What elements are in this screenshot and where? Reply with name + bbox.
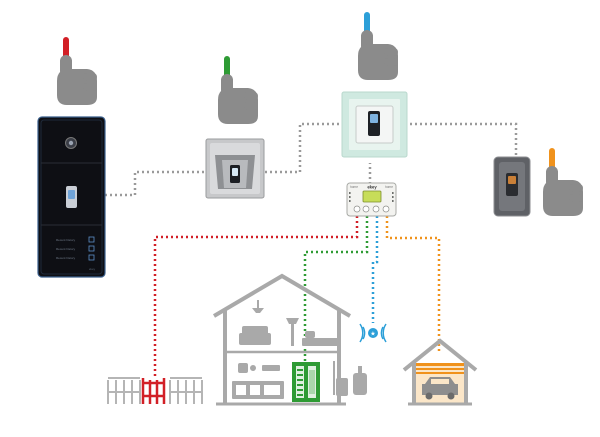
hand-blue (358, 12, 398, 80)
door-panel-line-1: Recent history (56, 238, 76, 242)
controller-button-4[interactable] (382, 205, 390, 213)
steel-fingerprint-reader (205, 138, 265, 199)
terminal-strip-right (392, 192, 394, 202)
controller-button-3[interactable] (372, 205, 380, 213)
compact-fingerprint-reader (493, 156, 531, 217)
hand-red (57, 37, 97, 105)
fence (107, 377, 203, 404)
door-panel-line-2: Recent history (56, 247, 76, 251)
shower-icon (333, 361, 335, 395)
gate (141, 378, 166, 404)
wire-red-to-gate (153, 216, 359, 378)
wireless-receiver-icon: ★ (359, 323, 387, 343)
connection-lines (105, 122, 518, 378)
car-icon (422, 377, 458, 400)
controller-brand: ekey (367, 185, 377, 190)
controller-display (362, 190, 382, 203)
wireless-glyph: ★ (370, 331, 375, 338)
wire-green-to-front-door (303, 216, 369, 362)
link-door-panel-to-steel-reader (105, 170, 205, 197)
controller-label-left: home (350, 185, 358, 189)
link-steel-reader-to-wall-reader (265, 122, 344, 174)
controller-label-right: home (385, 185, 393, 189)
hand-orange (543, 148, 583, 216)
wire-blue-to-wireless (371, 216, 379, 323)
call-button-icon (88, 245, 95, 252)
hand-green (218, 56, 258, 124)
sofa-icon (239, 333, 271, 345)
controller-unit: home ekey home (346, 182, 397, 217)
house-interior (232, 300, 367, 399)
front-door (292, 362, 320, 402)
terminal-strip-left (349, 192, 351, 202)
garage (402, 338, 478, 406)
wall-fingerprint-reader (341, 91, 408, 158)
wire-orange-to-garage (385, 216, 441, 352)
bed-icon (302, 338, 338, 346)
link-wall-reader-to-right-reader (405, 122, 518, 156)
controller-button-1[interactable] (353, 205, 361, 213)
door-panel-line-3: Recent history (56, 256, 76, 260)
door-station-panel: Recent history Recent history Recent his… (37, 116, 106, 278)
call-button-icon (88, 254, 95, 261)
door-panel-brand: ekey (89, 267, 96, 271)
controller-button-2[interactable] (362, 205, 370, 213)
call-button-icon (88, 236, 95, 243)
